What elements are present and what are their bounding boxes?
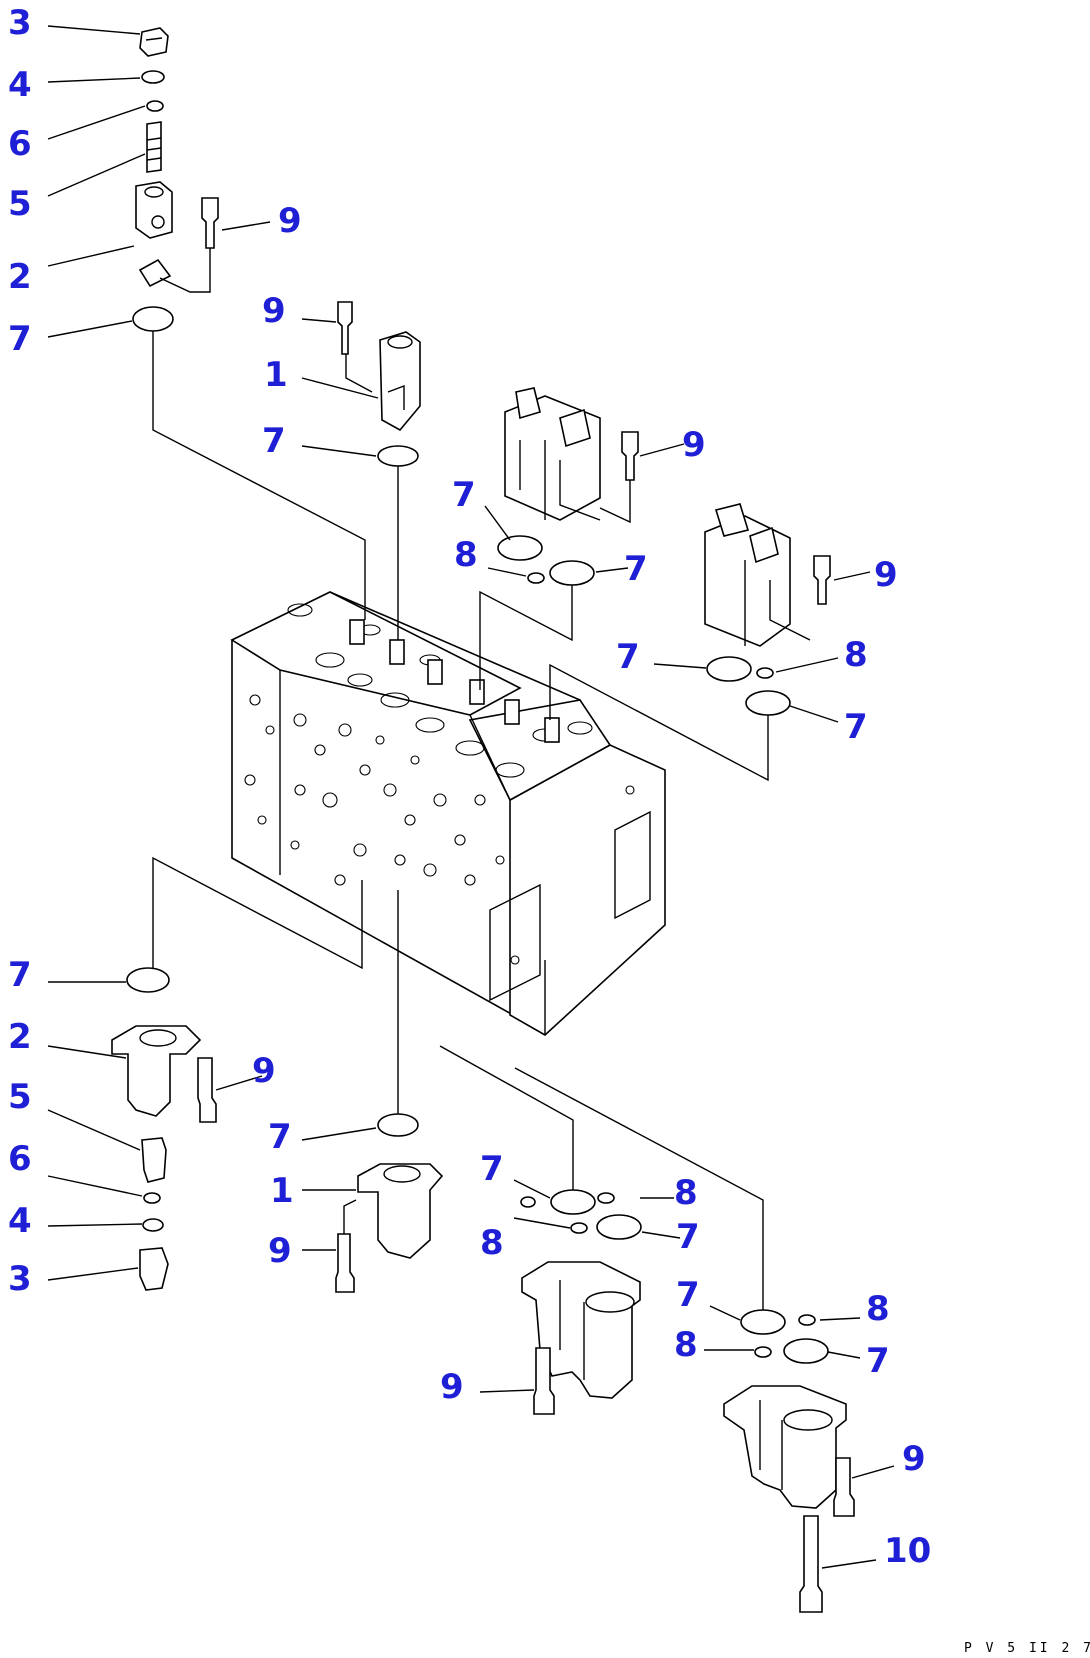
callout-7: 7 bbox=[480, 1149, 504, 1189]
callout-8: 8 bbox=[674, 1325, 698, 1365]
callout-4: 4 bbox=[8, 65, 32, 105]
callout-7: 7 bbox=[866, 1341, 890, 1381]
leader-lines bbox=[47, 25, 895, 1569]
upper-center-valve-assembly bbox=[337, 301, 421, 467]
callout-7: 7 bbox=[844, 707, 868, 747]
callout-1: 1 bbox=[270, 1171, 294, 1211]
callout-9: 9 bbox=[262, 291, 286, 331]
callout-7: 7 bbox=[8, 319, 32, 359]
control-valve-body bbox=[230, 591, 666, 1036]
callout-10: 10 bbox=[884, 1531, 931, 1571]
callout-8: 8 bbox=[480, 1223, 504, 1263]
callout-7: 7 bbox=[676, 1275, 700, 1315]
callout-2: 2 bbox=[8, 257, 32, 297]
callout-9: 9 bbox=[874, 555, 898, 595]
callout-5: 5 bbox=[8, 184, 32, 224]
callout-7: 7 bbox=[262, 421, 286, 461]
callout-9: 9 bbox=[682, 425, 706, 465]
callout-5: 5 bbox=[8, 1077, 32, 1117]
drawing-code: P V 5 II 2 7 4 bbox=[964, 1641, 1090, 1656]
assembly-lines bbox=[152, 331, 769, 1310]
callout-9: 9 bbox=[268, 1231, 292, 1271]
callout-8: 8 bbox=[674, 1173, 698, 1213]
upper-middle-valve-block bbox=[497, 387, 639, 586]
callout-6: 6 bbox=[8, 124, 32, 164]
callout-1: 1 bbox=[264, 355, 288, 395]
callout-8: 8 bbox=[866, 1289, 890, 1329]
callout-labels: 3 4 6 5 2 7 9 9 1 7 9 7 8 7 9 7 8 7 7 2 … bbox=[8, 3, 931, 1571]
callout-6: 6 bbox=[8, 1139, 32, 1179]
callout-7: 7 bbox=[676, 1217, 700, 1257]
upper-left-cap-assembly bbox=[132, 27, 219, 332]
callout-9: 9 bbox=[278, 201, 302, 241]
callout-3: 3 bbox=[8, 3, 32, 43]
callout-9: 9 bbox=[902, 1439, 926, 1479]
callout-9: 9 bbox=[252, 1051, 276, 1091]
callout-9: 9 bbox=[440, 1367, 464, 1407]
callout-3: 3 bbox=[8, 1259, 32, 1299]
callout-7: 7 bbox=[268, 1117, 292, 1157]
callout-7: 7 bbox=[8, 955, 32, 995]
callout-8: 8 bbox=[454, 535, 478, 575]
callout-2: 2 bbox=[8, 1017, 32, 1057]
right-valve-block bbox=[704, 503, 831, 716]
callout-7: 7 bbox=[616, 637, 640, 677]
lower-middle-valve-block bbox=[520, 1189, 642, 1415]
callout-8: 8 bbox=[844, 635, 868, 675]
lower-left-cap-assembly bbox=[111, 967, 217, 1291]
callout-7: 7 bbox=[624, 549, 648, 589]
callout-7: 7 bbox=[452, 475, 476, 515]
lower-center-valve-assembly bbox=[335, 1113, 444, 1293]
lower-right-valve-block bbox=[723, 1309, 855, 1613]
callout-4: 4 bbox=[8, 1201, 32, 1241]
